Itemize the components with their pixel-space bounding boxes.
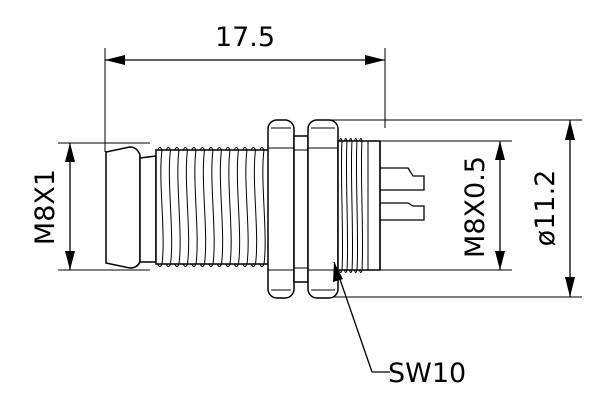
wrench-size-label: SW10 — [388, 358, 466, 389]
length-label: 17.5 — [215, 22, 275, 53]
diameter-dimension: ø11.2 — [330, 119, 582, 298]
diameter-label: ø11.2 — [530, 170, 561, 247]
front-thread-label: M8X1 — [30, 169, 61, 245]
front-cap — [105, 146, 157, 269]
hex-nut-right — [307, 119, 339, 299]
wrench-size-callout: SW10 — [333, 261, 466, 389]
front-thread-body — [155, 147, 271, 267]
washer — [293, 135, 309, 283]
rear-thread-body — [337, 138, 381, 273]
rear-thread-dimension: M8X0.5 — [380, 140, 512, 271]
length-dimension: 17.5 — [104, 22, 386, 152]
front-thread-dimension: M8X1 — [30, 142, 150, 271]
hex-nut-left — [267, 119, 295, 299]
rear-thread-label: M8X0.5 — [460, 156, 491, 258]
contact-pins — [380, 167, 425, 221]
